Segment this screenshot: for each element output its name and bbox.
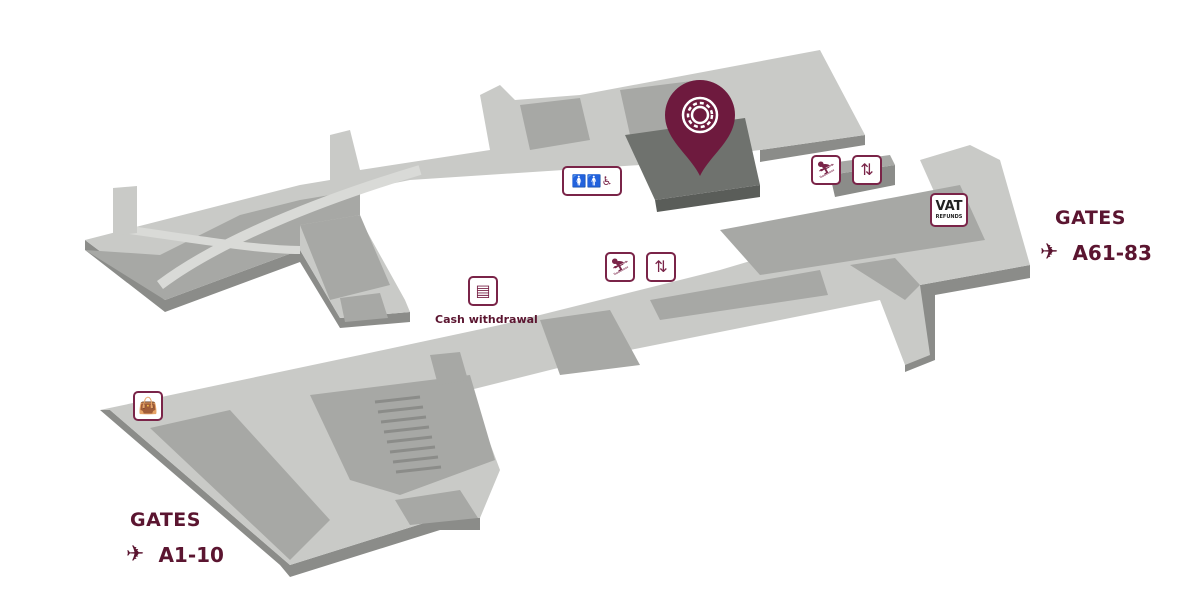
gates-a1-range[interactable]: ✈ A1-10 — [126, 542, 224, 567]
elevator-glyph: ⇅ — [654, 257, 668, 276]
gate-range-text: A1-10 — [158, 543, 224, 567]
escalator-icon[interactable]: ⛷ — [605, 252, 636, 282]
lounge-emblem-icon — [681, 96, 719, 134]
stairs — [374, 395, 442, 474]
escalator-icon[interactable]: ⛷ — [811, 155, 842, 185]
vat-icon[interactable]: VAT REFUNDS — [930, 193, 968, 227]
vat-label: VAT — [935, 199, 963, 214]
gates-a1-title: GATES — [130, 509, 201, 531]
atm-glyph: ▤ — [475, 281, 491, 300]
elevator-icon[interactable]: ⇅ — [852, 155, 882, 185]
vat-sublabel: REFUNDS — [935, 214, 963, 220]
restroom-icon[interactable]: 🚺🚹♿ — [562, 166, 622, 196]
gate-range-text: A61-83 — [1072, 241, 1152, 265]
elevator-icon[interactable]: ⇅ — [646, 252, 676, 282]
escalator-glyph: ⛷ — [816, 160, 837, 179]
location-pin[interactable] — [665, 80, 735, 176]
lower-pier — [100, 145, 1030, 577]
gates-a61-title: GATES — [1055, 207, 1126, 229]
escalator-glyph: ⛷ — [610, 257, 631, 276]
shopping-glyph: 👜 — [138, 396, 158, 415]
departure-plane-icon: ✈ — [1040, 240, 1059, 265]
restroom-glyph: 🚺🚹♿ — [571, 174, 613, 188]
gates-a61-range[interactable]: ✈ A61-83 — [1040, 240, 1152, 265]
atm-icon[interactable]: ▤ — [468, 276, 498, 306]
cash-withdrawal-label: Cash withdrawal — [435, 313, 538, 326]
shopping-bag-icon[interactable]: 👜 — [133, 391, 163, 421]
departure-plane-icon: ✈ — [126, 542, 145, 567]
elevator-glyph: ⇅ — [860, 160, 874, 179]
